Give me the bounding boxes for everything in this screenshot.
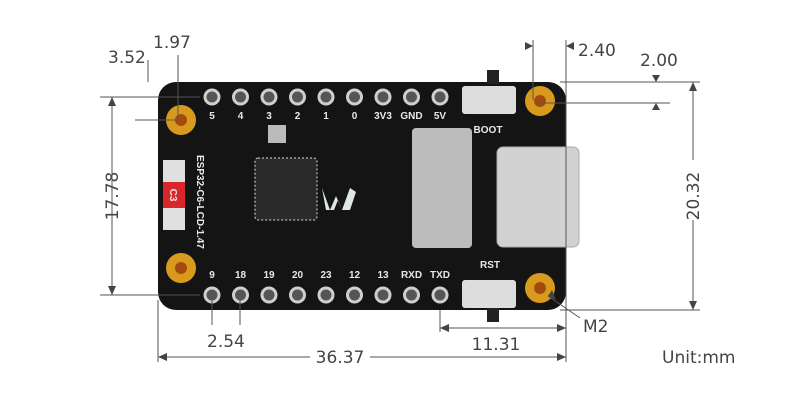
pin-label: 9 — [209, 270, 215, 281]
pin-hole — [317, 286, 335, 304]
pin-label: TXD — [430, 270, 450, 281]
dimension-lines — [100, 40, 700, 362]
pin-hole — [260, 286, 278, 304]
pin-label: 2 — [295, 111, 301, 122]
pin-label: 20 — [292, 270, 304, 281]
dim-left-hole-x: 3.52 — [108, 48, 146, 68]
pin-hole — [260, 88, 278, 106]
pin-hole — [374, 88, 392, 106]
pin-label: RXD — [401, 270, 422, 281]
dim-right-hole-x: 2.40 — [578, 41, 616, 61]
dim-pin-row-span: 17.78 — [103, 172, 123, 221]
pin-label: GND — [400, 111, 422, 122]
board-model-label: ESP32-C6-LCD-1.47 — [194, 155, 205, 249]
usb-c-connector — [496, 146, 580, 248]
dim-board-length: 36.37 — [316, 348, 365, 368]
dim-pin-pitch: 2.54 — [207, 332, 245, 352]
dim-right-hole-y: 2.00 — [640, 51, 678, 71]
esp32-chip — [254, 157, 318, 221]
hole-size-label: M2 — [583, 317, 608, 337]
dim-board-width: 20.32 — [684, 172, 704, 221]
pin-label: 3V3 — [374, 111, 392, 122]
pin-hole — [403, 88, 420, 106]
pin-label: 4 — [238, 111, 244, 122]
crystal — [268, 125, 286, 143]
pin-hole — [346, 88, 363, 106]
pin-hole — [431, 88, 449, 106]
dim-left-hole-offset: 1.97 — [153, 33, 191, 53]
dim-usb-section: 11.31 — [472, 335, 521, 355]
pin-label: 13 — [377, 270, 389, 281]
pin-hole — [431, 286, 449, 304]
chip-badge — [163, 182, 185, 208]
pin-label: 3 — [266, 111, 272, 122]
boot-button-actuator — [487, 70, 499, 84]
boot-label: BOOT — [474, 125, 503, 136]
reset-button — [462, 280, 516, 308]
pin-label: 5 — [209, 111, 215, 122]
pin-hole — [317, 88, 335, 106]
pin-label: 5V — [434, 111, 447, 122]
waveshare-logo — [322, 188, 356, 210]
pin-hole — [289, 286, 306, 304]
boot-button — [462, 86, 516, 114]
pin-hole — [203, 286, 221, 304]
pin-hole — [232, 286, 249, 304]
pin-label: 18 — [235, 270, 247, 281]
pin-hole — [346, 286, 363, 304]
reset-label: RST — [480, 260, 500, 271]
sd-card-slot — [412, 128, 472, 248]
top-pin-header: 5 4 3 2 1 0 3V3 GND 5V — [203, 88, 449, 122]
pin-hole — [403, 286, 420, 304]
pin-hole — [374, 286, 392, 304]
pin-hole — [232, 88, 249, 106]
chip-badge-label: C3 — [167, 189, 178, 202]
pin-label: 1 — [323, 111, 329, 122]
pin-label: 23 — [320, 270, 332, 281]
pin-label: 19 — [263, 270, 275, 281]
bottom-pin-header: 9 18 19 20 23 12 13 RXD TXD — [203, 270, 450, 304]
pin-label: 12 — [349, 270, 361, 281]
pcb-board: C3 ESP32-C6-LCD-1.47 5 4 3 2 1 0 3V3 GND 5V 9 18 1… — [158, 70, 580, 322]
unit-label: Unit:mm — [662, 348, 735, 368]
pin-hole — [203, 88, 221, 106]
pin-hole — [289, 88, 306, 106]
reset-button-actuator — [487, 308, 499, 322]
pin-label: 0 — [352, 111, 358, 122]
